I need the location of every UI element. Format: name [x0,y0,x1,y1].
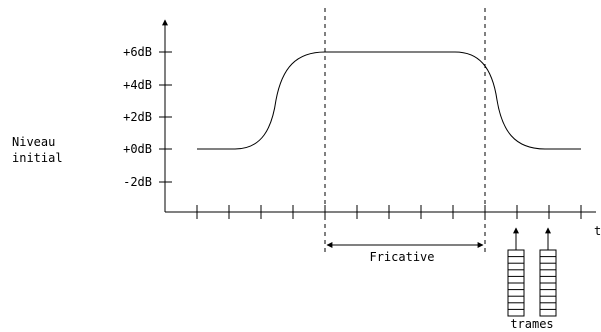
y-axis-label-line1: Niveau [12,135,55,149]
gain-curve [197,51,581,150]
x-axis-label: t [594,224,601,238]
y-tick-marks [159,51,172,183]
y-tick-label-4: +4dB [123,78,152,92]
frame-stack-2 [539,249,557,317]
frames-label: trames [510,317,553,331]
y-tick-label-minus2: -2dB [123,175,152,189]
frame-stack-1 [507,249,525,317]
fricative-label: Fricative [369,250,434,264]
x-tick-marks [196,205,582,219]
y-tick-label-0: +0dB [123,142,152,156]
y-tick-label-6: +6dB [123,45,152,59]
y-tick-label-2: +2dB [123,110,152,124]
y-axis-label-line2: initial [12,151,63,165]
